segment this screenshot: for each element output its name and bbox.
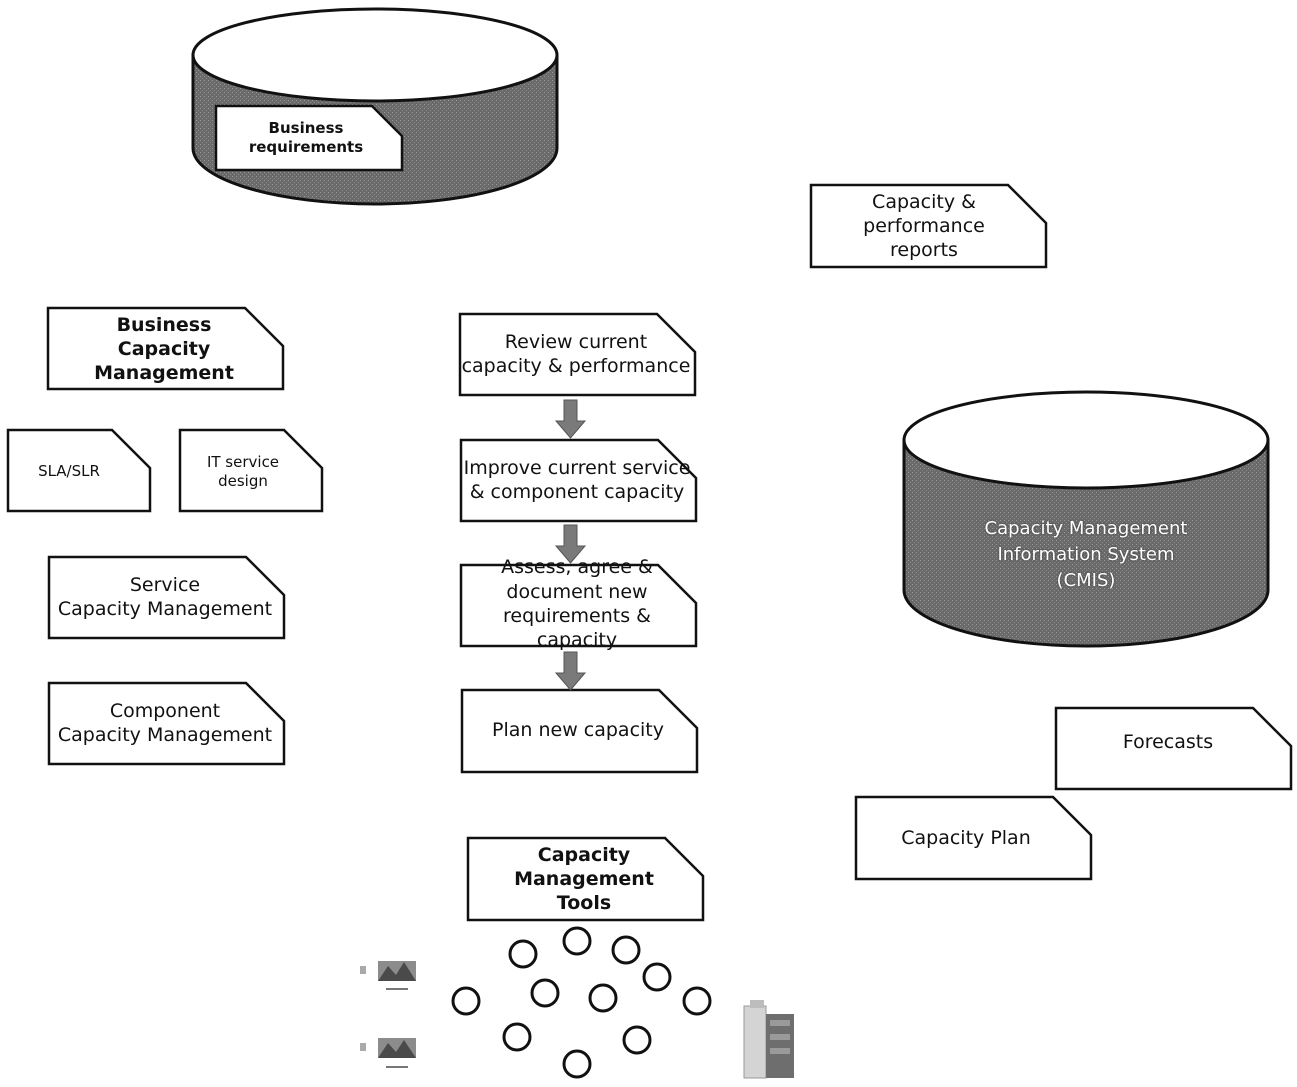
tools-circles: [451, 926, 712, 1079]
server-rack-icon: [743, 1000, 794, 1079]
review-capacity-label: Review current capacity & performance: [461, 330, 691, 377]
tool-circle: [562, 926, 592, 956]
component-capacity-management-label: Component Capacity Management: [57, 699, 273, 746]
down-arrow-icon: [554, 524, 587, 564]
cmis-database: [902, 390, 1270, 648]
review-capacity-doc: [458, 312, 697, 397]
improve-capacity-doc: [459, 438, 698, 523]
tool-circle: [502, 1022, 532, 1052]
component-capacity-management-doc: [47, 681, 286, 766]
thumbnail-image-icon: [360, 961, 416, 990]
tool-circle: [508, 939, 538, 969]
tool-circle: [642, 962, 672, 992]
it-service-design-doc: [178, 428, 324, 513]
service-capacity-management-doc: [47, 555, 286, 640]
assess-requirements-label: Assess, agree & document new requirement…: [501, 556, 653, 652]
tool-circle: [611, 935, 641, 965]
tool-circle: [451, 986, 481, 1016]
capacity-performance-reports-label: Capacity & performance reports: [863, 190, 985, 262]
assess-requirements-doc: [459, 563, 698, 648]
cmis-label: Capacity Management Information System (…: [984, 517, 1188, 592]
sla-slr-doc: [6, 428, 152, 513]
capacity-management-tools-label: Capacity Management Tools: [514, 843, 654, 915]
it-service-design-label: IT service design: [206, 452, 280, 490]
business-capacity-management-doc: [46, 306, 285, 391]
capacity-performance-reports-doc: [809, 183, 1048, 269]
capacity-management-tools-doc: [466, 836, 705, 922]
tool-circle: [562, 1049, 592, 1079]
capacity-plan-label: Capacity Plan: [901, 826, 1031, 849]
tool-circle: [530, 978, 560, 1008]
service-capacity-management-label: Service Capacity Management: [57, 573, 273, 620]
business-requirements-doc: [214, 104, 404, 172]
plan-capacity-label: Plan new capacity: [492, 718, 664, 741]
down-arrow-icon: [554, 399, 587, 439]
tool-circle: [622, 1025, 652, 1055]
capacity-plan-doc: [854, 795, 1093, 881]
tool-circle: [682, 986, 712, 1016]
sla-slr-label: SLA/SLR: [38, 462, 100, 481]
forecasts-doc: [1054, 706, 1293, 791]
improve-capacity-label: Improve current service & component capa…: [463, 456, 691, 503]
thumbnail-image-icon: [360, 1038, 416, 1068]
tool-circle: [588, 983, 618, 1013]
down-arrow-icon: [554, 651, 587, 691]
business-requirements-label: Business requirements: [248, 118, 364, 156]
forecasts-label: Forecasts: [1122, 730, 1214, 753]
plan-capacity-doc: [460, 688, 699, 774]
business-capacity-management-label: Business Capacity Management: [94, 313, 234, 385]
